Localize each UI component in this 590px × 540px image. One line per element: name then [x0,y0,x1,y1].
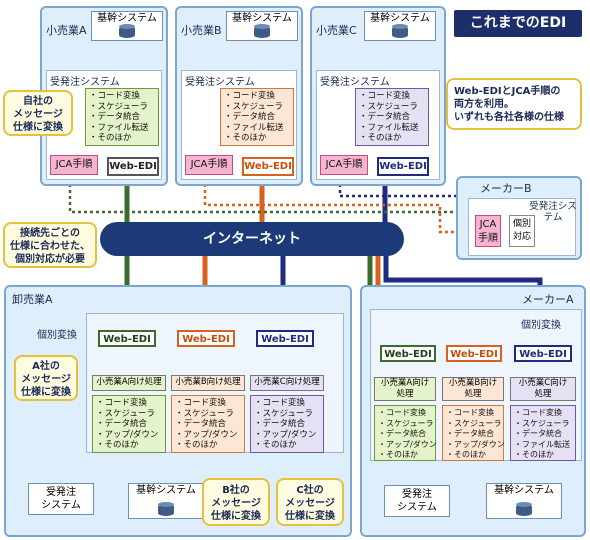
retailer-a-kikan: 基幹システム [91,11,163,41]
system-title: 受発注システム [320,77,390,88]
callout-per-connection: 接続先ごとの仕様に合わせた、個別対応が必要 [3,222,97,268]
proc-c: 小売業C向け処理 [250,375,324,391]
maker-b-individual: 個別対応 [509,215,535,247]
maker-proc-a: 小売業A向け処理 [374,377,436,401]
maker-func-c: ・コード変換・スケジューラ・データ統合・ファイル転送・そのほか [510,405,576,461]
whole-webedi-a: Web-EDI [98,330,156,347]
retailer-b-name: 小売業B [181,24,222,37]
retailer-c-name: 小売業C [316,24,357,37]
internet-cloud: インターネット [100,222,404,256]
database-icon [392,24,408,38]
retailer-b-panel: 小売業B 基幹システム 受発注システム ・コード変換・スケジューラ・データ統合・… [175,6,303,186]
func-list-c: ・コード変換・スケジューラ・データ統合・アップ/ダウン・そのほか [250,395,324,453]
system-title: 受発注システム [50,77,120,88]
callout-c-convert: C社のメッセージ仕様に変換 [276,478,344,526]
maker-func-a: ・コード変換・スケジューラ・データ統合・アップ/ダウン・そのほか [374,405,437,461]
maker-func-b: ・コード変換・スケジューラ・データ統合・アップ/ダウン・そのほか [442,405,505,461]
whole-order-system: 受発注システム [28,483,94,515]
system-title: 受発注システム [185,77,255,88]
maker-kikan: 基幹システム [486,483,562,519]
func-list: ・コード変換・スケジューラ・データ統合・ファイル転送・そのほか [220,88,294,146]
database-icon [516,502,532,516]
maker-webedi-a: Web-EDI [380,345,436,362]
proc-a: 小売業A向け処理 [92,375,166,391]
individual-title: 個別変換 [37,330,77,341]
callout-a-convert: A社のメッセージ仕様に変換 [14,355,78,401]
func-list-a: ・コード変換・スケジューラ・データ統合・アップ/ダウン・そのほか [92,395,166,453]
func-list: ・コード変換・スケジューラ・データ統合・ファイル転送・そのほか [355,88,429,146]
jca-box: JCA手順 [320,155,368,175]
system-title: 受発注システム [529,201,577,223]
maker-webedi-b: Web-EDI [446,345,502,362]
maker-order-system: 受発注システム [384,485,450,517]
wholesaler-a-panel: 卸売業A 個別変換 Web-EDI Web-EDI Web-EDI 小売業A向け… [4,285,352,537]
maker-webedi-c: Web-EDI [514,345,572,362]
retailer-c-panel: 小売業C 基幹システム 受発注システム ・コード変換・スケジューラ・データ統合・… [310,6,446,186]
retailer-c-kikan: 基幹システム [364,11,436,41]
page-title: これまでのEDI [454,10,582,37]
retailer-c-order-system: 受発注システム ・コード変換・スケジューラ・データ統合・ファイル転送・そのほか … [316,70,440,180]
retailer-a-name: 小売業A [46,24,87,37]
webedi-box: Web-EDI [107,157,159,176]
jca-dotted-b [203,178,470,234]
wholesaler-name: 卸売業A [12,293,53,306]
callout-b-convert: B社のメッセージ仕様に変換 [202,478,270,526]
retailer-b-kikan: 基幹システム [226,11,298,41]
database-icon [158,502,174,516]
individual-title: 個別変換 [521,320,561,331]
callout-self-convert: 自社のメッセージ仕様に変換 [3,90,73,136]
whole-webedi-b: Web-EDI [177,330,235,347]
proc-b: 小売業B向け処理 [171,375,245,391]
func-list-b: ・コード変換・スケジューラ・データ統合・アップ/ダウン・そのほか [171,395,245,453]
jca-box: JCA手順 [185,155,233,175]
jca-box: JCA手順 [50,155,98,175]
webedi-box: Web-EDI [377,157,429,176]
note-webedi-jca: Web-EDIとJCA手順の両方を利用。いずれも各社各様の仕様 [446,78,582,130]
whole-webedi-c: Web-EDI [256,330,314,347]
whole-kikan: 基幹システム [128,483,204,519]
maker-a-panel: メーカーA 個別変換 Web-EDI Web-EDI Web-EDI 小売業A向… [360,285,586,537]
maker-b-name: メーカーB [480,182,532,195]
maker-a-name: メーカーA [522,293,574,306]
retailer-b-order-system: 受発注システム ・コード変換・スケジューラ・データ統合・ファイル転送・そのほか … [181,70,297,180]
func-list: ・コード変換・スケジューラ・データ統合・ファイル転送・そのほか [85,88,159,146]
database-icon [254,24,270,38]
maker-proc-b: 小売業B向け処理 [442,377,504,401]
database-icon [119,24,135,38]
webedi-box: Web-EDI [242,157,294,176]
maker-proc-c: 小売業C向け処理 [510,377,576,401]
